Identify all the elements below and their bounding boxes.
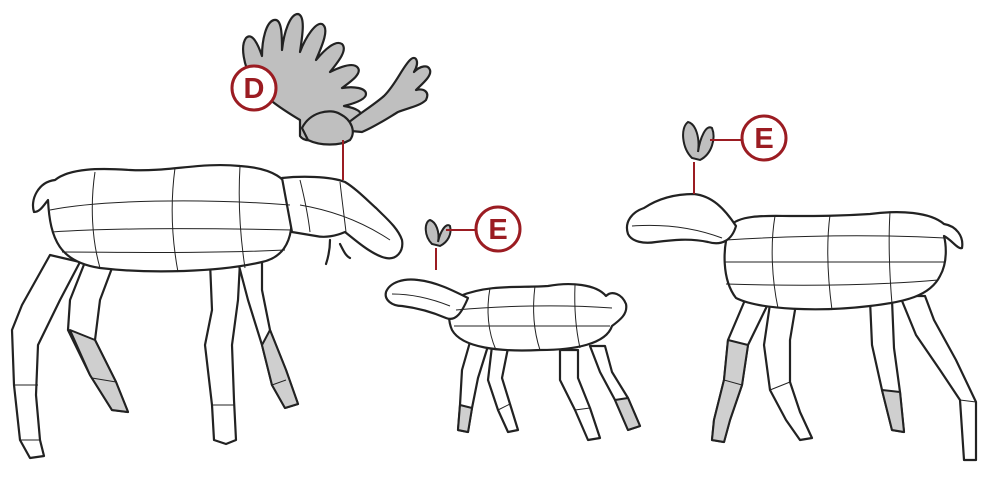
yearling-moose — [627, 122, 976, 460]
yearling-moose-head — [627, 194, 736, 243]
yearling-moose-nubs — [683, 122, 713, 160]
calf-moose-head — [386, 280, 468, 319]
callout-e-calf-label: E — [488, 214, 507, 246]
calf-moose-legs — [458, 342, 640, 440]
callout-e-yearling-label: E — [754, 123, 773, 155]
yearling-moose-body — [725, 212, 963, 309]
adult-moose-legs — [12, 255, 298, 458]
yearling-moose-legs — [712, 296, 976, 460]
calf-moose-nubs — [426, 220, 451, 246]
adult-moose — [12, 14, 430, 458]
adult-moose-body — [33, 165, 292, 271]
callout-d-label: D — [244, 73, 265, 105]
calf-moose — [386, 220, 640, 440]
